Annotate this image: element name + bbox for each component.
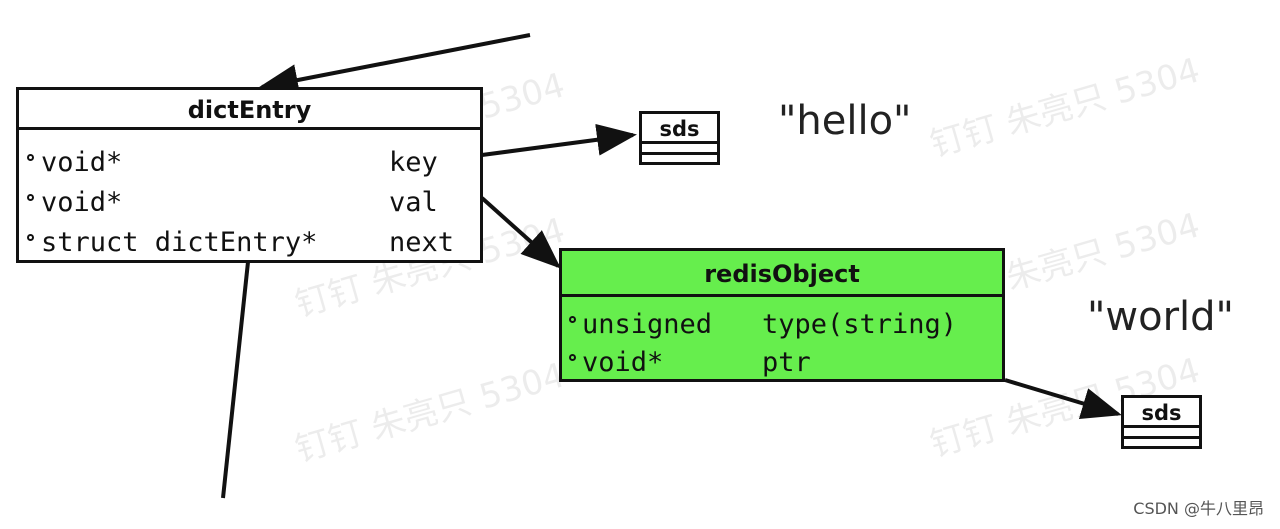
sds-divider	[1124, 436, 1199, 439]
field-row-type: unsigned type(string)	[562, 306, 1002, 344]
field-name: val	[389, 187, 438, 218]
field-row-key: void* key	[19, 144, 480, 182]
field-bullet-icon	[569, 316, 576, 323]
ptr-arrow	[1004, 378, 1122, 419]
incoming-arrow	[258, 33, 531, 96]
val-arrow	[480, 196, 561, 269]
next-line	[221, 261, 250, 499]
dict-entry-box: dictEntry void* key void* val struct dic…	[16, 87, 483, 263]
field-type: void*	[41, 147, 123, 178]
field-type: void*	[41, 187, 123, 218]
field-type: struct dictEntry*	[41, 227, 318, 258]
sds-divider	[642, 152, 717, 155]
field-name: type(string)	[762, 309, 958, 340]
field-row-ptr: void* ptr	[562, 344, 1002, 382]
field-name: next	[389, 227, 455, 258]
field-type: void*	[582, 347, 664, 378]
field-row-next: struct dictEntry* next	[19, 224, 480, 262]
key-value-label: "hello"	[778, 98, 912, 144]
dict-entry-title: dictEntry	[19, 90, 480, 130]
val-value-label: "world"	[1087, 294, 1234, 340]
field-bullet-icon	[27, 194, 34, 201]
sds-label: sds	[1124, 398, 1199, 428]
field-bullet-icon	[27, 154, 34, 161]
field-bullet-icon	[569, 354, 576, 361]
redis-object-box: redisObject unsigned type(string) void* …	[559, 248, 1005, 382]
field-name: ptr	[762, 347, 811, 378]
field-name: key	[389, 147, 438, 178]
credit-text: CSDN @牛八里昂	[1133, 499, 1264, 518]
sds-val-box: sds	[1121, 395, 1202, 449]
field-bullet-icon	[27, 234, 34, 241]
redis-object-title: redisObject	[562, 251, 1002, 297]
sds-label: sds	[642, 114, 717, 144]
key-arrow	[481, 123, 637, 157]
field-type: unsigned	[582, 309, 713, 340]
field-row-val: void* val	[19, 184, 480, 222]
sds-key-box: sds	[639, 111, 720, 165]
